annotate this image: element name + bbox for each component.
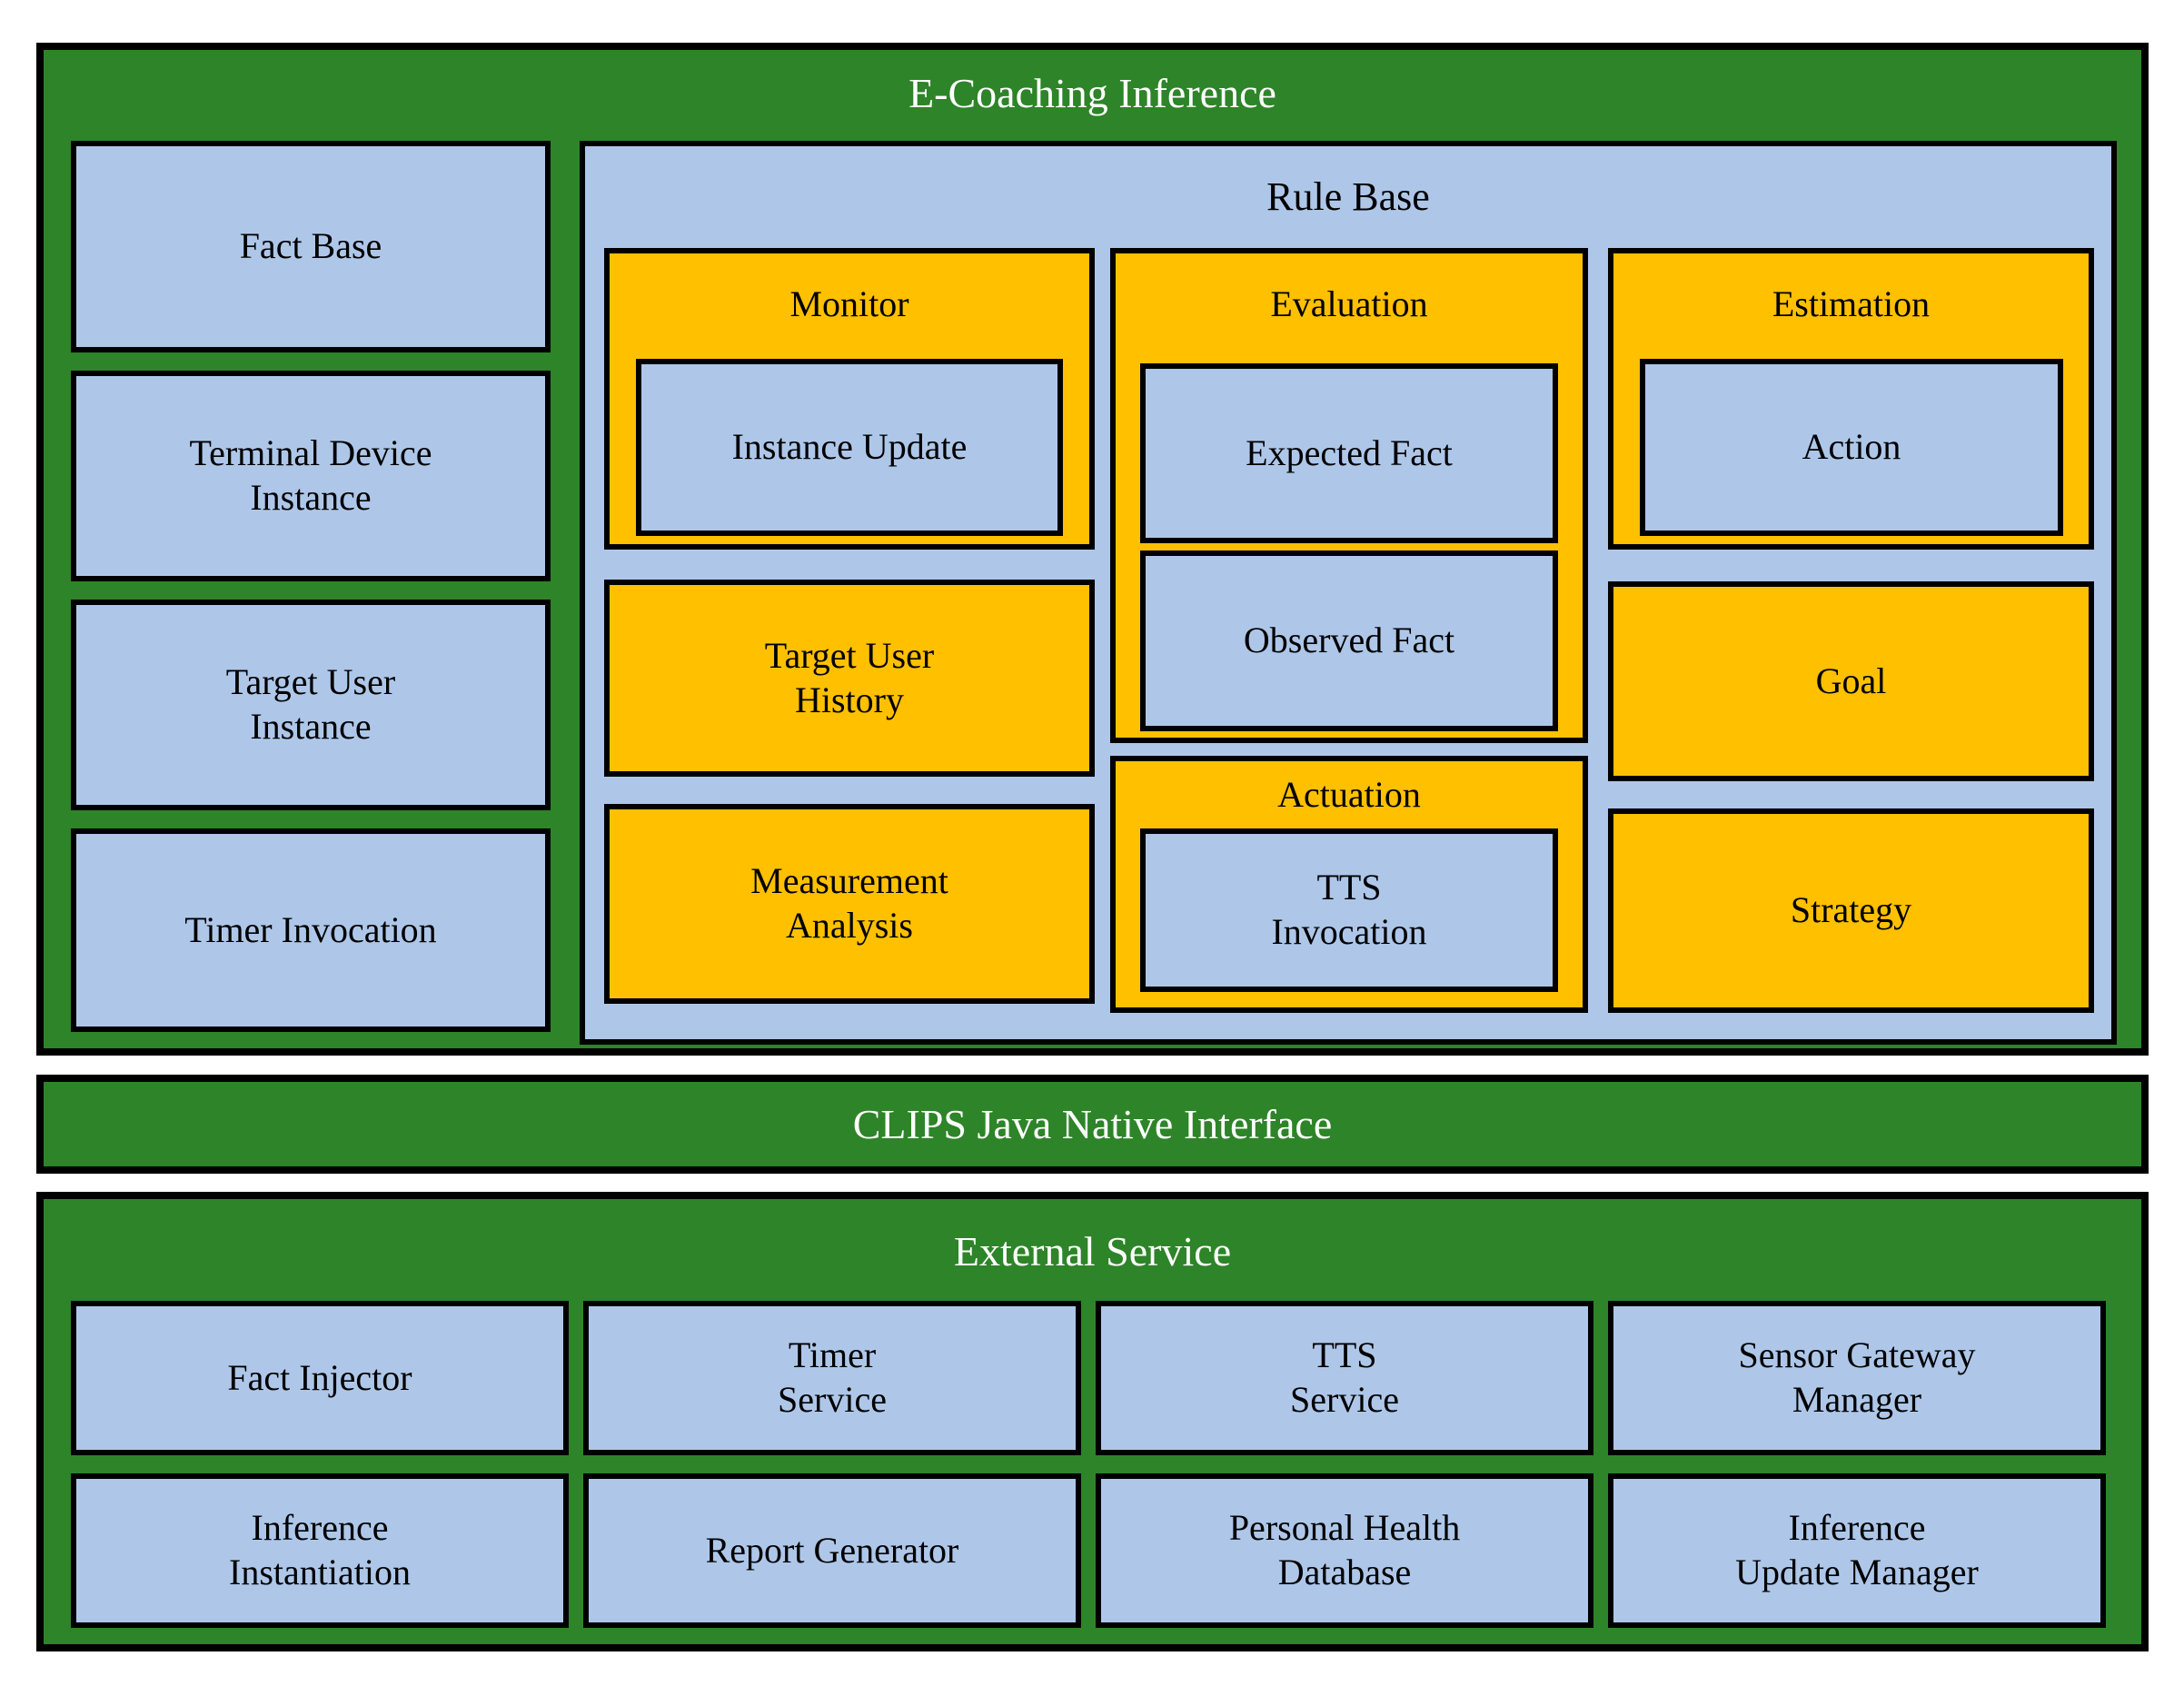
target-user-history-box: Target User History	[604, 580, 1095, 777]
external-service-title: External Service	[953, 1228, 1232, 1274]
estimation-title: Estimation	[1772, 283, 1931, 324]
goal-label: Goal	[1815, 660, 1887, 701]
monitor-box: Monitor Instance Update	[604, 248, 1095, 550]
expected-fact-box: Expected Fact	[1140, 363, 1558, 543]
strategy-box: Strategy	[1608, 808, 2094, 1013]
fact-base-box: Fact Base	[71, 141, 551, 352]
actuation-box: Actuation TTS Invocation	[1110, 756, 1588, 1013]
evaluation-box: Evaluation Expected Fact Observed Fact	[1110, 248, 1588, 743]
rule-base-panel: Rule Base Monitor Instance Update Target…	[580, 141, 2117, 1045]
measurement-analysis-box: Measurement Analysis	[604, 804, 1095, 1004]
fact-injector-box: Fact Injector	[71, 1301, 569, 1455]
rule-base-title: Rule Base	[1266, 174, 1430, 219]
report-generator-box: Report Generator	[583, 1473, 1081, 1628]
e-coaching-inference-panel: E-Coaching Inference Fact Base Terminal …	[36, 43, 2149, 1056]
clips-java-native-interface-title: CLIPS Java Native Interface	[852, 1100, 1333, 1147]
actuation-title: Actuation	[1277, 773, 1421, 815]
timer-service-box: Timer Service	[583, 1301, 1081, 1455]
personal-health-database-box: Personal Health Database	[1096, 1473, 1593, 1628]
strategy-label: Strategy	[1790, 889, 1912, 931]
instance-update-box: Instance Update	[636, 359, 1063, 536]
inference-instantiation-box: Inference Instantiation	[71, 1473, 569, 1628]
timer-invocation-box: Timer Invocation	[71, 828, 551, 1032]
terminal-device-instance-box: Terminal Device Instance	[71, 371, 551, 581]
estimation-box: Estimation Action	[1608, 248, 2094, 550]
e-coaching-inference-title: E-Coaching Inference	[908, 70, 1276, 116]
tts-service-box: TTS Service	[1096, 1301, 1593, 1455]
inference-update-manager-box: Inference Update Manager	[1608, 1473, 2106, 1628]
observed-fact-box: Observed Fact	[1140, 550, 1558, 731]
external-service-panel: External Service Fact Injector Timer Ser…	[36, 1192, 2149, 1651]
goal-box: Goal	[1608, 581, 2094, 781]
clips-java-native-interface-panel: CLIPS Java Native Interface	[36, 1075, 2149, 1174]
measurement-analysis-label: Measurement Analysis	[750, 860, 948, 946]
evaluation-title: Evaluation	[1270, 283, 1428, 324]
action-box: Action	[1640, 359, 2063, 536]
target-user-instance-box: Target User Instance	[71, 600, 551, 810]
target-user-history-label: Target User History	[764, 634, 935, 720]
monitor-title: Monitor	[789, 283, 909, 324]
tts-invocation-box: TTS Invocation	[1140, 828, 1558, 992]
sensor-gateway-manager-box: Sensor Gateway Manager	[1608, 1301, 2106, 1455]
